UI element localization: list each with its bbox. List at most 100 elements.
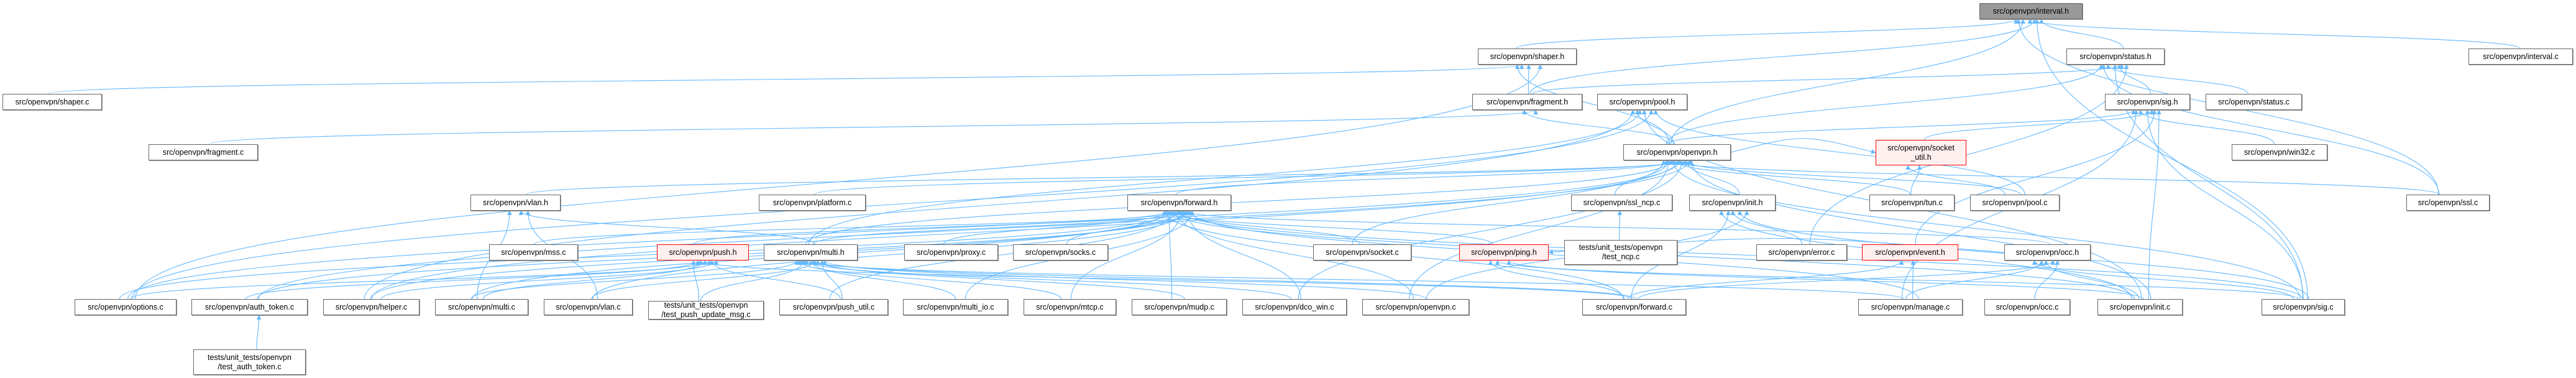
edge-fragment-h-to-status-h (1531, 64, 2124, 94)
node-vlan-c[interactable]: src/openvpn/vlan.c (544, 299, 633, 315)
edge-multi-c-to-multi-h (470, 260, 799, 300)
node-occ-c[interactable]: src/openvpn/occ.c (1984, 299, 2070, 315)
node-ping-h[interactable]: src/openvpn/ping.h (1459, 244, 1549, 260)
node-manage-c[interactable]: src/openvpn/manage.c (1858, 299, 1963, 315)
edge-auth-token-c-to-push-h (245, 260, 700, 300)
edge-tun-c-to-socket-util-h (1910, 165, 1922, 195)
node-forward-c[interactable]: src/openvpn/forward.c (1582, 299, 1686, 315)
edge-openvpn-h-to-interval-h (1671, 19, 2026, 145)
edge-dco-win-c-to-forward-h (1185, 210, 1301, 300)
node-socket-util-h[interactable]: src/openvpn/socket _util.h (1876, 140, 1966, 165)
edge-sig-c-to-sig-h (2145, 109, 2304, 300)
node-test-ncp-c[interactable]: tests/unit_tests/openvpn /test_ncp.c (1564, 240, 1677, 265)
node-multi-c[interactable]: src/openvpn/multi.c (435, 299, 528, 315)
edge-openvpn-h-to-sig-h (1666, 109, 2136, 145)
node-win32-c[interactable]: src/openvpn/win32.c (2232, 144, 2327, 160)
node-ssl-c[interactable]: src/openvpn/ssl.c (2406, 195, 2490, 211)
node-sig-c[interactable]: src/openvpn/sig.c (2262, 299, 2345, 315)
edge-socket-c-to-forward-h (1173, 210, 1360, 245)
edge-shaper-c-to-shaper-h (47, 64, 1524, 94)
edge-mudp-c-to-multi-h (815, 260, 1185, 300)
edge-openvpn-h-to-socket-util-h (1730, 138, 1876, 154)
node-ssl-ncp-c[interactable]: src/openvpn/ssl_ncp.c (1571, 195, 1672, 211)
edge-options-c-to-pool-h (132, 109, 1654, 300)
node-status-c[interactable]: src/openvpn/status.c (2206, 94, 2302, 110)
node-forward-h[interactable]: src/openvpn/forward.h (1127, 195, 1231, 211)
edge-push-util-c-to-forward-h (829, 210, 1176, 300)
node-occ-h[interactable]: src/openvpn/occ.h (2004, 244, 2091, 260)
edge-init-c-to-sig-h (2148, 109, 2161, 300)
edge-forward-c-to-init-h (1631, 210, 1731, 300)
edge-interval-c-to-interval-h (2027, 19, 2521, 49)
edge-win32-c-to-sig-h (2138, 109, 2275, 145)
node-platform-c[interactable]: src/openvpn/platform.c (759, 195, 866, 211)
edge-forward-c-to-event-h (1627, 260, 1904, 300)
node-mss-c[interactable]: src/openvpn/mss.c (489, 244, 578, 260)
node-fragment-h[interactable]: src/openvpn/fragment.h (1472, 94, 1582, 110)
edge-forward-c-to-multi-h (810, 260, 1637, 300)
edge-pool-c-to-pool-h (1653, 109, 2025, 195)
edge-test-push-update-msg-c-to-multi-h (700, 260, 807, 302)
node-shaper-c[interactable]: src/openvpn/shaper.c (2, 94, 102, 110)
edge-forward-h-to-openvpn-h (1175, 160, 1675, 195)
edge-helper-c-to-push-h (381, 260, 719, 300)
edge-forward-c-to-occ-h (1638, 260, 2055, 300)
node-openvpn-h[interactable]: src/openvpn/openvpn.h (1623, 144, 1731, 160)
edge-openvpn-h-to-fragment-h (1521, 109, 1675, 145)
node-init-c[interactable]: src/openvpn/init.c (2097, 299, 2183, 315)
edge-sig-c-to-occ-h (2032, 260, 2294, 300)
edge-fragment-c-to-fragment-h (209, 109, 1538, 145)
node-auth-token-c[interactable]: src/openvpn/auth_token.c (191, 299, 308, 315)
node-openvpn-c[interactable]: src/openvpn/openvpn.c (1362, 299, 1469, 315)
edge-tun-c-to-openvpn-h (1672, 160, 1911, 195)
edge-proxy-c-to-forward-h (943, 210, 1171, 245)
node-helper-c[interactable]: src/openvpn/helper.c (323, 299, 419, 315)
node-test-auth-token-c[interactable]: tests/unit_tests/openvpn /test_auth_toke… (193, 349, 306, 375)
edge-status-h-to-interval-h (2038, 19, 2124, 49)
edge-push-util-c-to-multi-h (820, 260, 843, 300)
edge-socket-c-to-openvpn-h (1352, 160, 1666, 245)
node-push-h[interactable]: src/openvpn/push.h (657, 244, 749, 260)
node-socket-c[interactable]: src/openvpn/socket.c (1313, 244, 1411, 260)
node-tun-c[interactable]: src/openvpn/tun.c (1869, 195, 1955, 211)
node-sig-h[interactable]: src/openvpn/sig.h (2105, 94, 2190, 110)
edge-push-util-c-to-push-h (709, 260, 841, 300)
node-mudp-c[interactable]: src/openvpn/mudp.c (1132, 299, 1227, 315)
node-multi-h[interactable]: src/openvpn/multi.h (764, 244, 858, 260)
edge-status-c-to-status-h (2106, 64, 2249, 94)
node-options-c[interactable]: src/openvpn/options.c (75, 299, 176, 315)
node-fragment-c[interactable]: src/openvpn/fragment.c (149, 144, 258, 160)
edge-vlan-c-to-multi-h (591, 260, 818, 300)
node-init-h[interactable]: src/openvpn/init.h (1689, 195, 1776, 211)
node-dco-win-c[interactable]: src/openvpn/dco_win.c (1242, 299, 1347, 315)
node-socks-c[interactable]: src/openvpn/socks.c (1013, 244, 1108, 260)
edge-manage-c-to-occ-h (1905, 260, 2044, 300)
node-multi-io-c[interactable]: src/openvpn/multi_io.c (903, 299, 1008, 315)
node-push-util-c[interactable]: src/openvpn/push_util.c (779, 299, 888, 315)
edge-options-c-to-openvpn-h (127, 160, 1682, 300)
edge-manage-c-to-multi-h (799, 260, 1904, 300)
edge-ping-h-to-forward-h (1162, 210, 1493, 245)
edge-forward-c-to-push-h (698, 260, 1633, 300)
node-mtcp-c[interactable]: src/openvpn/mtcp.c (1024, 299, 1116, 315)
edge-fragment-h-to-interval-h (1529, 19, 2037, 94)
node-interval-c[interactable]: src/openvpn/interval.c (2468, 48, 2573, 65)
edge-occ-h-to-forward-h (1181, 210, 2051, 245)
edge-sig-c-to-forward-h (1176, 210, 2303, 300)
edge-fragment-h-to-shaper-h (1526, 64, 1531, 94)
node-status-h[interactable]: src/openvpn/status.h (2066, 48, 2165, 65)
node-pool-h[interactable]: src/openvpn/pool.h (1597, 94, 1687, 110)
edge-init-h-to-openvpn-h (1684, 160, 1740, 195)
edge-multi-io-c-to-multi-h (808, 260, 956, 300)
node-error-c[interactable]: src/openvpn/error.c (1756, 244, 1847, 260)
node-event-h[interactable]: src/openvpn/event.h (1862, 244, 1958, 260)
node-pool-c[interactable]: src/openvpn/pool.c (1970, 195, 2060, 211)
node-shaper-h[interactable]: src/openvpn/shaper.h (1478, 48, 1577, 65)
edge-manage-c-to-forward-h (1188, 210, 1919, 300)
node-test-push-update-msg-c[interactable]: tests/unit_tests/openvpn /test_push_upda… (648, 301, 764, 320)
node-vlan-h[interactable]: src/openvpn/vlan.h (470, 195, 561, 211)
edge-multi-c-to-push-h (482, 260, 707, 300)
node-interval-h: src/openvpn/interval.h (1979, 3, 2083, 19)
node-proxy-c[interactable]: src/openvpn/proxy.c (904, 244, 998, 260)
